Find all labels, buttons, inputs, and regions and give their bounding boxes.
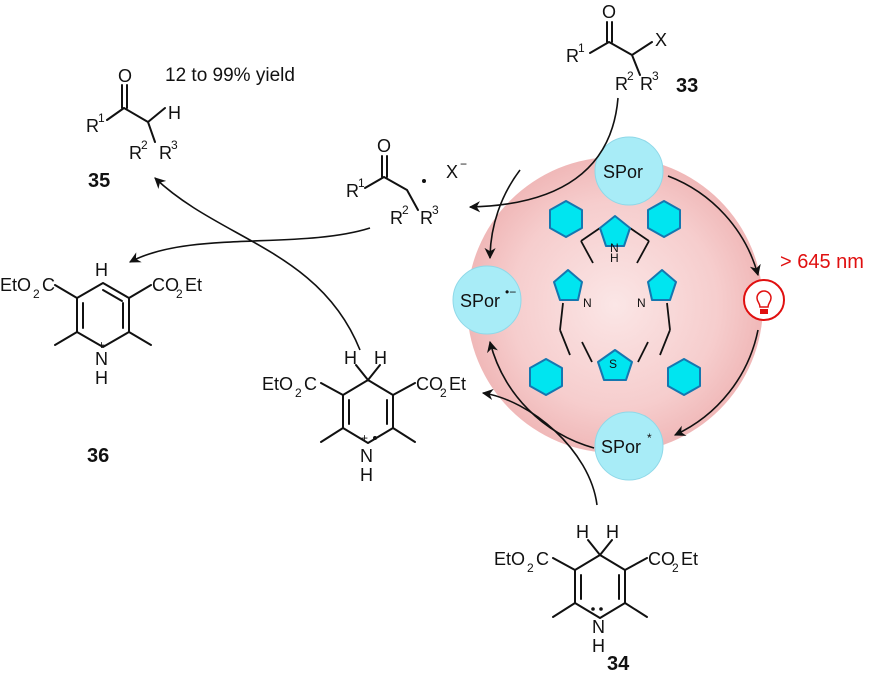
svg-text:H: H xyxy=(374,348,387,368)
svg-text:R: R xyxy=(566,46,579,66)
catalyst-ground-state: SPor xyxy=(594,136,664,206)
svg-text:C: C xyxy=(42,275,55,295)
svg-text:H: H xyxy=(606,522,619,542)
catalyst-excited-label: SPor xyxy=(601,437,641,457)
arrow-34-to-radical-cation xyxy=(481,388,598,506)
radical-anion-superscript: •− xyxy=(505,285,516,299)
svg-text:1: 1 xyxy=(578,41,585,55)
svg-text:R: R xyxy=(86,116,99,136)
svg-text:2: 2 xyxy=(672,561,679,575)
compound-36-label: 36 xyxy=(87,445,109,467)
svg-text:Et: Et xyxy=(681,549,698,569)
svg-text:EtO: EtO xyxy=(494,549,525,569)
nh-nitrogen: N xyxy=(610,241,619,255)
c33-halogen: X xyxy=(655,30,667,50)
svg-text:CO: CO xyxy=(416,374,443,394)
thiophene-sulfur: S xyxy=(609,357,617,371)
svg-text:H: H xyxy=(168,103,181,123)
svg-text:H: H xyxy=(576,522,589,542)
svg-text:CO: CO xyxy=(648,549,675,569)
svg-text:N: N xyxy=(360,446,373,466)
light-bulb-icon xyxy=(743,279,785,321)
carbonyl-radical: O X − R 1 R 2 R 3 xyxy=(346,136,467,228)
svg-text:−: − xyxy=(460,157,467,171)
svg-text:H: H xyxy=(344,348,357,368)
phenyl-top-right xyxy=(647,200,681,238)
svg-text:CO: CO xyxy=(152,275,179,295)
compound-35: O H R 1 R 2 R 3 35 xyxy=(86,66,181,192)
svg-text:R: R xyxy=(159,143,172,163)
svg-text:2: 2 xyxy=(402,203,409,217)
svg-text:EtO: EtO xyxy=(0,275,31,295)
catalyst-radical-anion: SPor •− xyxy=(452,265,522,335)
svg-text:H: H xyxy=(360,465,373,485)
svg-text:H: H xyxy=(95,368,108,388)
right-nitrogen: N xyxy=(637,296,646,310)
svg-text:X: X xyxy=(446,162,458,182)
compound-36: H N + H EtO 2 C CO 2 Et 36 xyxy=(0,260,202,467)
light-source: > 645 nm xyxy=(743,251,864,321)
svg-text:2: 2 xyxy=(141,138,148,152)
svg-text:Et: Et xyxy=(185,275,202,295)
svg-text:2: 2 xyxy=(527,561,534,575)
svg-text:2: 2 xyxy=(627,69,634,83)
dhp-radical-cation: H H N H + EtO 2 C CO 2 Et xyxy=(262,348,466,485)
nh-hydrogen: H xyxy=(610,251,619,265)
svg-text:3: 3 xyxy=(432,203,439,217)
svg-text:H: H xyxy=(95,260,108,280)
arc-arrow-bottom-right xyxy=(673,329,759,436)
excited-superscript: * xyxy=(647,431,652,445)
svg-text:R: R xyxy=(420,208,433,228)
compound-34-label: 34 xyxy=(607,653,630,672)
wavelength-label: > 645 nm xyxy=(780,251,864,273)
svg-text:N: N xyxy=(95,349,108,369)
svg-text:1: 1 xyxy=(358,176,365,190)
svg-text:R: R xyxy=(615,74,628,94)
svg-text:2: 2 xyxy=(176,287,183,301)
svg-text:N: N xyxy=(592,617,605,637)
phenyl-top-left xyxy=(549,200,583,238)
catalyst-ground-label: SPor xyxy=(603,162,643,182)
svg-text:1: 1 xyxy=(98,111,105,125)
svg-text:R: R xyxy=(346,181,359,201)
arc-arrow-top-left xyxy=(484,169,521,260)
yield-label: 12 to 99% yield xyxy=(165,65,295,86)
compound-35-label: 35 xyxy=(88,170,110,192)
svg-text:C: C xyxy=(536,549,549,569)
svg-text:2: 2 xyxy=(33,287,40,301)
catalyst-radical-anion-label: SPor xyxy=(460,291,500,311)
svg-text:3: 3 xyxy=(652,69,659,83)
thiaporphyrin-structure: H N N N S xyxy=(529,200,701,396)
svg-text:O: O xyxy=(118,66,132,86)
left-nitrogen: N xyxy=(583,296,592,310)
compound-34: H H N H EtO 2 C CO 2 Et 34 xyxy=(494,522,698,675)
compound-33-label: 33 xyxy=(676,75,698,97)
svg-text:+: + xyxy=(98,338,105,352)
compound-33: O X R 1 R 2 R 3 33 xyxy=(566,2,698,97)
svg-text:O: O xyxy=(377,136,391,156)
svg-text:H: H xyxy=(592,636,605,656)
arrow-to-36 xyxy=(129,227,371,263)
svg-text:R: R xyxy=(640,74,653,94)
svg-text:3: 3 xyxy=(171,138,178,152)
svg-text:2: 2 xyxy=(295,386,302,400)
arrow-to-35 xyxy=(154,177,361,351)
svg-text:2: 2 xyxy=(440,386,447,400)
svg-text:R: R xyxy=(390,208,403,228)
svg-text:Et: Et xyxy=(449,374,466,394)
c33-oxygen: O xyxy=(602,2,616,22)
svg-text:R: R xyxy=(129,143,142,163)
catalyst-excited-state: SPor * xyxy=(594,411,664,481)
svg-text:C: C xyxy=(304,374,317,394)
svg-text:EtO: EtO xyxy=(262,374,293,394)
arrow-33-to-radical xyxy=(468,97,619,213)
arc-arrow-bottom-left xyxy=(487,340,595,449)
svg-text:+: + xyxy=(361,431,368,445)
arc-arrow-top-right xyxy=(667,175,761,277)
phenyl-bottom-left xyxy=(529,358,563,396)
phenyl-bottom-right xyxy=(667,358,701,396)
